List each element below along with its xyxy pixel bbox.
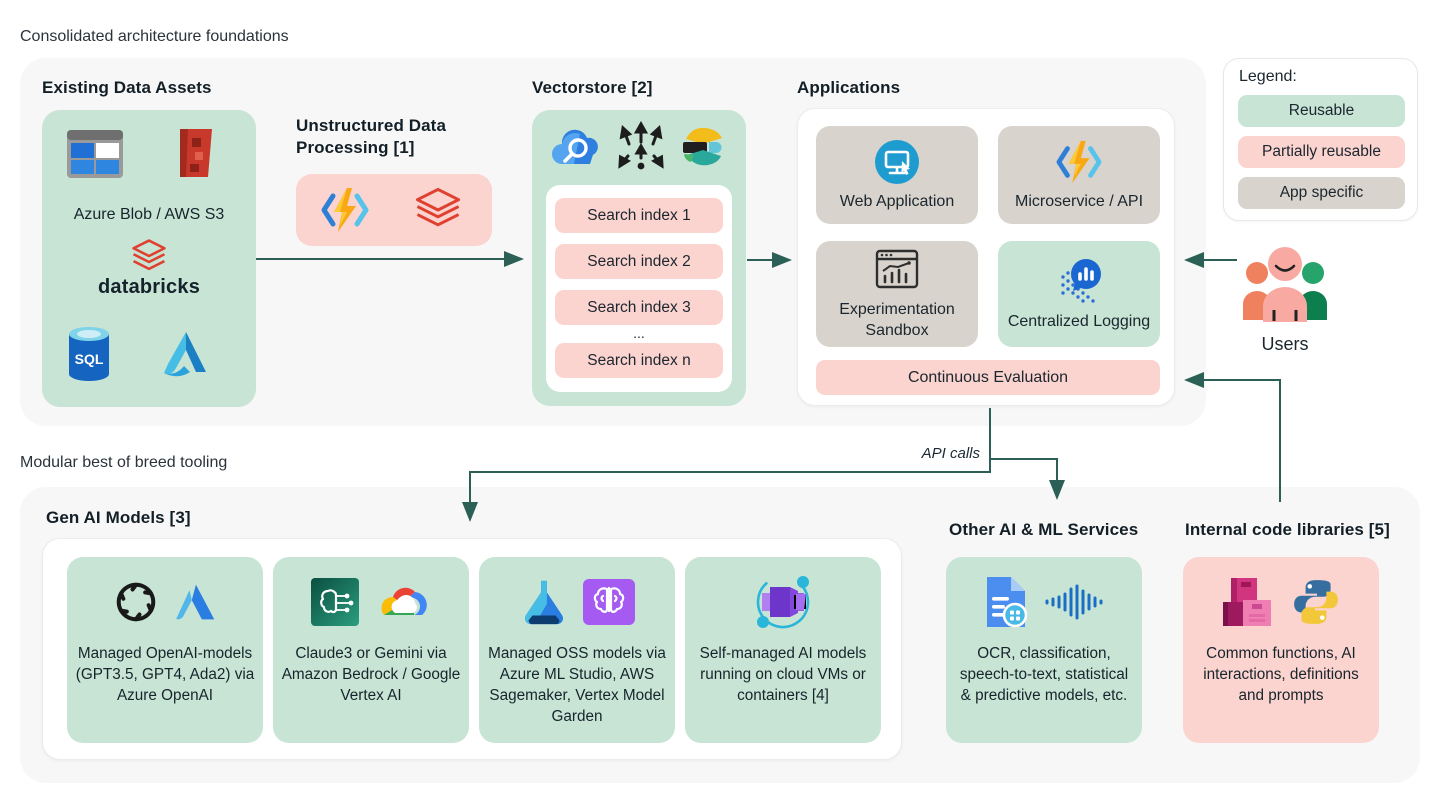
existing-data-assets-box: Azure Blob / AWS S3 databricks SQL: [42, 110, 256, 407]
gen-ai-box-text: Self-managed AI models running on cloud …: [699, 645, 867, 704]
web-application-icon: [874, 139, 920, 185]
unstructured-processing-box: [296, 174, 492, 246]
tile-label: Centralized Logging: [1007, 313, 1151, 330]
applications-card: Web Application Microservice / API: [797, 108, 1175, 406]
tile-web-application: Web Application: [816, 126, 978, 224]
python-icon: [1291, 577, 1341, 627]
azure-functions-icon: [320, 186, 370, 234]
vectorstore-box: Search index 1 Search index 2 Search ind…: [532, 110, 746, 406]
tile-label: Microservice / API: [1014, 193, 1144, 210]
legend-item-app-specific: App specific: [1238, 177, 1405, 209]
internal-code-libraries-title: Internal code libraries [5]: [1185, 520, 1390, 539]
tile-microservice-api: Microservice / API: [998, 126, 1160, 224]
legend-item-reusable: Reusable: [1238, 95, 1405, 127]
gen-ai-box-managed-oss: Managed OSS models via Azure ML Studio, …: [479, 557, 675, 743]
databricks-mark-icon: [130, 238, 168, 274]
databricks-stack-icon: [412, 186, 464, 234]
azure-functions-icon: [1053, 139, 1105, 185]
elasticsearch-icon: [680, 124, 726, 170]
azure-sql-icon: SQL: [66, 326, 112, 382]
api-calls-label: API calls: [921, 445, 980, 462]
azure-synapse-icon: [158, 328, 214, 378]
search-index-pill: Search index 3: [555, 290, 723, 325]
top-section-caption: Consolidated architecture foundations: [20, 28, 289, 45]
search-index-ellipsis: ...: [633, 325, 645, 341]
storage-label: Azure Blob / AWS S3: [73, 206, 225, 223]
packages-icon: [1221, 574, 1277, 630]
ocr-document-icon: [983, 575, 1029, 629]
other-ai-ml-text: OCR, classification, speech-to-text, sta…: [959, 645, 1129, 704]
search-index-pill: Search index n: [555, 343, 723, 378]
gen-ai-box-text: Managed OpenAI-models (GPT3.5, GPT4, Ada…: [75, 645, 255, 704]
search-index-pill: Search index 1: [555, 198, 723, 233]
azure-ml-icon: [519, 577, 569, 627]
other-ai-ml-title: Other AI & ML Services: [949, 520, 1139, 539]
users-label: Users: [1261, 334, 1309, 354]
gen-ai-models-title: Gen AI Models [3]: [46, 508, 191, 527]
experimentation-sandbox-icon: [874, 247, 920, 291]
bedrock-icon: [311, 578, 359, 626]
tile-label: Experimentation Sandbox: [839, 301, 955, 339]
gen-ai-box-text: Claude3 or Gemini via Amazon Bedrock / G…: [281, 645, 461, 704]
speech-waveform-icon: [1043, 584, 1105, 620]
databricks-wordmark: databricks: [97, 276, 201, 298]
gen-ai-models-card: Managed OpenAI-models (GPT3.5, GPT4, Ada…: [42, 538, 902, 760]
centralized-logging-icon: [1053, 257, 1105, 305]
container-vm-icon: [750, 573, 816, 631]
vectorstore-title: Vectorstore [2]: [532, 78, 653, 97]
gen-ai-box-self-managed: Self-managed AI models running on cloud …: [685, 557, 881, 743]
legend-title: Legend:: [1239, 68, 1297, 85]
azure-icon: [173, 580, 217, 624]
gen-ai-box-text: Managed OSS models via Azure ML Studio, …: [488, 645, 666, 725]
openai-icon: [113, 579, 159, 625]
svg-text:SQL: SQL: [75, 351, 104, 367]
cognitive-search-icon: [550, 126, 604, 168]
existing-data-assets-title: Existing Data Assets: [42, 78, 212, 97]
gen-ai-box-bedrock-vertex: Claude3 or Gemini via Amazon Bedrock / G…: [273, 557, 469, 743]
azure-blob-icon: [66, 128, 124, 180]
applications-title: Applications: [797, 78, 901, 97]
gen-ai-box-openai: Managed OpenAI-models (GPT3.5, GPT4, Ada…: [67, 557, 263, 743]
vector-embeddings-icon: [616, 120, 666, 172]
tile-experimentation-sandbox: Experimentation Sandbox: [816, 241, 978, 347]
bottom-section-caption: Modular best of breed tooling: [20, 454, 228, 471]
users-icon: [1238, 238, 1332, 330]
other-ai-ml-box: OCR, classification, speech-to-text, sta…: [946, 557, 1142, 743]
oss-brain-icon: [583, 579, 635, 625]
aws-s3-icon: [172, 126, 220, 180]
internal-code-libraries-box: Common functions, AI interactions, defin…: [1183, 557, 1379, 743]
google-cloud-icon: [373, 581, 431, 623]
search-index-pill: Search index 2: [555, 244, 723, 279]
search-index-list: Search index 1 Search index 2 Search ind…: [546, 185, 732, 392]
internal-code-libraries-text: Common functions, AI interactions, defin…: [1203, 645, 1359, 704]
continuous-evaluation-banner: Continuous Evaluation: [816, 360, 1160, 395]
legend-box: Legend: Reusable Partially reusable App …: [1223, 58, 1418, 221]
tile-label: Web Application: [839, 193, 955, 210]
unstructured-processing-title: Unstructured Data Processing [1]: [296, 116, 447, 157]
legend-item-partially-reusable: Partially reusable: [1238, 136, 1405, 168]
tile-centralized-logging: Centralized Logging: [998, 241, 1160, 347]
